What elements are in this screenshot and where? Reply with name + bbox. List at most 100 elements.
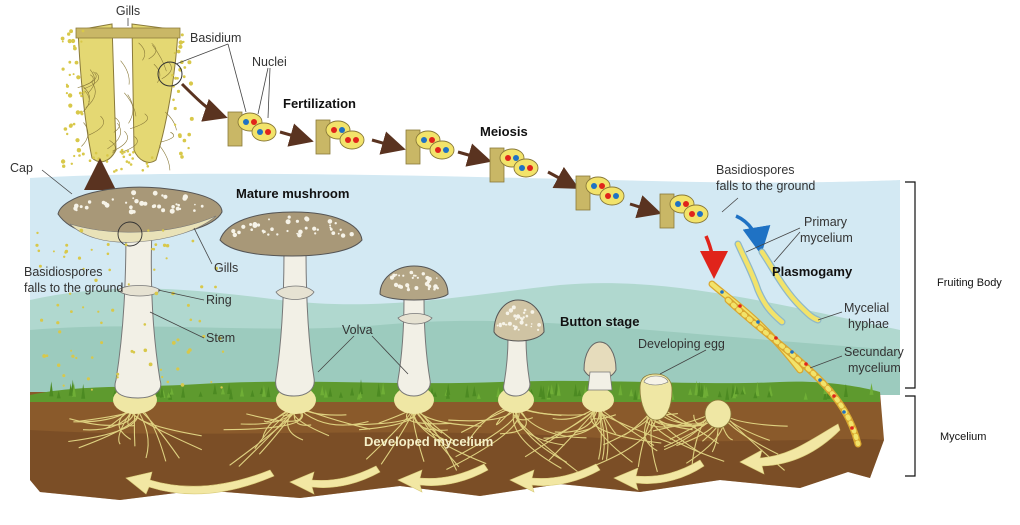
cap-spot [237, 230, 241, 235]
cap-spot [270, 227, 274, 231]
leader-cap [41, 169, 73, 195]
cap-button [493, 299, 545, 342]
spore [60, 159, 66, 164]
grass-blade [198, 391, 203, 397]
basidium-cell [599, 186, 625, 206]
label-mycelial-hyphae-2: hyphae [848, 317, 889, 331]
grass-blade [68, 383, 73, 396]
basidium-cell [683, 204, 709, 224]
stem-small-button [587, 371, 613, 391]
nucleus [353, 137, 359, 143]
spore [80, 94, 83, 98]
grass-blade [767, 390, 772, 398]
spore [82, 267, 85, 270]
spore [154, 243, 158, 247]
cap-spot [232, 232, 237, 238]
developing-eggs [639, 373, 732, 429]
gill-left [77, 23, 117, 163]
cap-spot [525, 314, 529, 318]
spore [38, 264, 42, 268]
leader-basidiospores-right [721, 197, 739, 213]
spore [78, 91, 82, 95]
grass-blade [358, 391, 363, 399]
gill-fiber [152, 45, 167, 72]
spore [165, 244, 170, 248]
spore [180, 383, 185, 387]
cap-spot [339, 228, 342, 231]
grass-blade [261, 384, 266, 397]
nucleus [345, 137, 351, 143]
leader-developing-egg [659, 349, 707, 375]
cap-spot [505, 323, 508, 326]
spore [176, 49, 181, 54]
spore [74, 60, 79, 65]
basidium-cluster-1 [227, 111, 277, 147]
spore [146, 165, 150, 168]
spore [37, 249, 41, 253]
cap-spot [304, 216, 310, 222]
soil-arrow-1 [739, 423, 841, 475]
label-mycelial-hyphae-1: Mycelial [844, 301, 889, 315]
leader-volva-2 [371, 335, 409, 375]
label-secundary-mycelium-1: Secundary [844, 345, 905, 359]
arrow-fertilization-2 [371, 131, 406, 155]
spore [72, 122, 76, 126]
spore [94, 278, 98, 282]
cap-spot [169, 208, 175, 214]
gill-fiber [124, 92, 137, 117]
leader-nuclei-2 [267, 67, 271, 119]
soil-arrow-2 [613, 459, 705, 491]
cap-spot [398, 274, 401, 277]
egg-1-cap [643, 375, 669, 386]
spore [40, 318, 44, 322]
nucleus [599, 183, 605, 189]
cap-spot [511, 305, 516, 310]
cap-spot [134, 199, 139, 204]
spore [161, 375, 164, 379]
cap-spot [128, 209, 134, 215]
basidium-cell [429, 140, 455, 160]
secondary-hypha-core [725, 297, 861, 447]
spore [81, 29, 85, 33]
nucleus [527, 165, 533, 171]
cap-spot [530, 323, 533, 325]
spore [52, 250, 55, 253]
spore [165, 257, 168, 260]
grass-blade [697, 381, 702, 397]
cap-spot [103, 201, 108, 206]
spore [178, 44, 183, 49]
grass-blade [496, 386, 501, 398]
cap-spot [349, 232, 354, 237]
label-cap: Cap [10, 161, 33, 175]
label-basidium: Basidium [190, 31, 241, 45]
spore [62, 164, 66, 168]
spore [172, 98, 175, 102]
spore [141, 169, 145, 172]
spore [166, 380, 170, 384]
cap-spot [514, 318, 518, 321]
spore [131, 157, 134, 160]
spore [100, 341, 104, 345]
spore [73, 154, 76, 158]
label-basidiospores-left-2: falls to the ground [24, 281, 123, 295]
gill-fiber [107, 122, 121, 150]
cap-spot [331, 231, 336, 236]
grass-blade [56, 390, 61, 399]
spore [171, 73, 174, 77]
cap-spot [261, 229, 265, 233]
process-arrows [180, 82, 662, 219]
spore [81, 152, 85, 156]
spore [67, 93, 73, 98]
spore [65, 243, 69, 247]
label-volva: Volva [342, 323, 373, 337]
spore [214, 266, 218, 271]
hyphae-strands [708, 240, 862, 448]
spore [127, 283, 130, 286]
grass-blade [549, 384, 554, 395]
cap-spot [111, 198, 115, 201]
spore [189, 116, 194, 121]
spore [148, 362, 153, 367]
label-primary-mycelium-1: Primary [804, 215, 848, 229]
nucleus [443, 147, 449, 153]
spore [57, 363, 61, 367]
